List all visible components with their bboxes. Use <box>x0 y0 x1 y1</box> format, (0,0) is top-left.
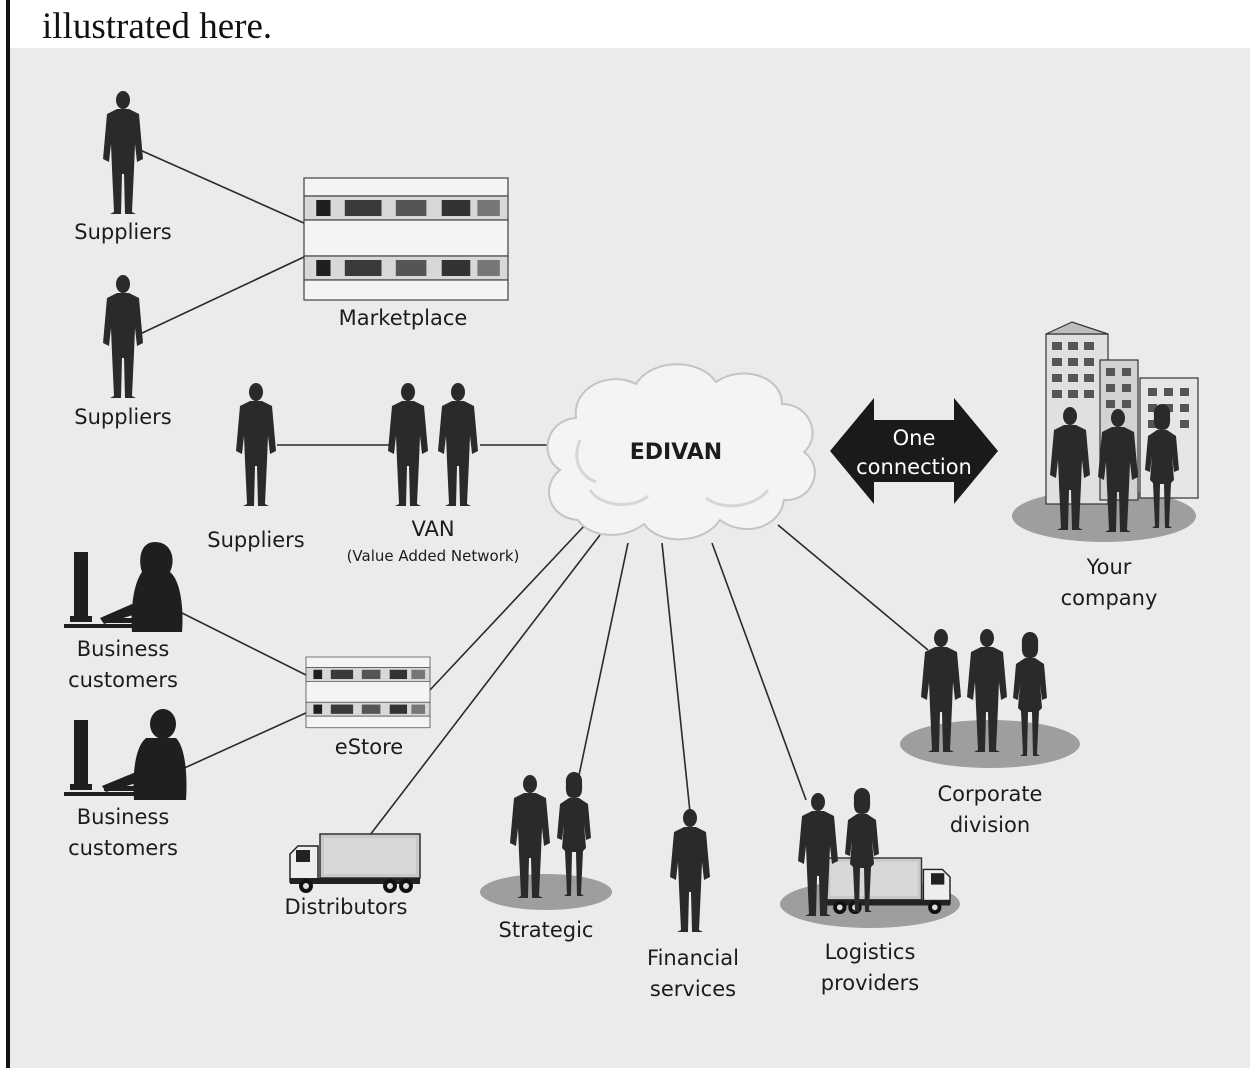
marketplace-label: Marketplace <box>339 306 468 330</box>
financial-label-2: services <box>650 977 736 1001</box>
suppliers-label-top: Suppliers <box>74 220 171 244</box>
suppliers-label-van: Suppliers <box>207 528 304 552</box>
edivan-cloud-icon <box>546 363 816 541</box>
one-connection-arrow <box>830 398 998 504</box>
your-company-label-2: company <box>1061 586 1158 610</box>
connection-label-2: connection <box>856 455 972 479</box>
left-border-bar <box>6 0 10 1068</box>
business-customers-label-1b: customers <box>68 668 178 692</box>
financial-label-1: Financial <box>647 946 739 970</box>
van-label: VAN <box>411 517 454 541</box>
edi-network-diagram: Marketplace eStore Suppliers Suppliers S… <box>10 48 1250 1068</box>
connector-lines <box>139 149 929 836</box>
strategic-platform <box>480 874 612 910</box>
business-customer-computer-icon <box>64 709 187 800</box>
diagram-background <box>10 48 1250 1068</box>
estore-icon <box>305 656 431 729</box>
strategic-label: Strategic <box>499 918 594 942</box>
suppliers-label-middle: Suppliers <box>74 405 171 429</box>
business-customers-label-2b: customers <box>68 836 178 860</box>
corporate-label-1: Corporate <box>938 782 1043 806</box>
corporate-label-2: division <box>950 813 1030 837</box>
logistics-label-1: Logistics <box>825 940 916 964</box>
estore-label: eStore <box>335 735 403 759</box>
logistics-label-2: providers <box>821 971 919 995</box>
your-company-label-1: Your <box>1086 555 1132 579</box>
business-customers-label-1a: Business <box>77 637 170 661</box>
connection-label-1: One <box>893 426 936 450</box>
van-sublabel: (Value Added Network) <box>347 547 520 565</box>
distributors-label: Distributors <box>285 895 408 919</box>
business-customers-label-2a: Business <box>77 805 170 829</box>
business-customer-computer-icon <box>64 542 183 632</box>
edivan-label: EDIVAN <box>630 440 722 465</box>
marketplace-icon <box>303 177 509 301</box>
header-text: illustrated here. <box>42 6 273 47</box>
